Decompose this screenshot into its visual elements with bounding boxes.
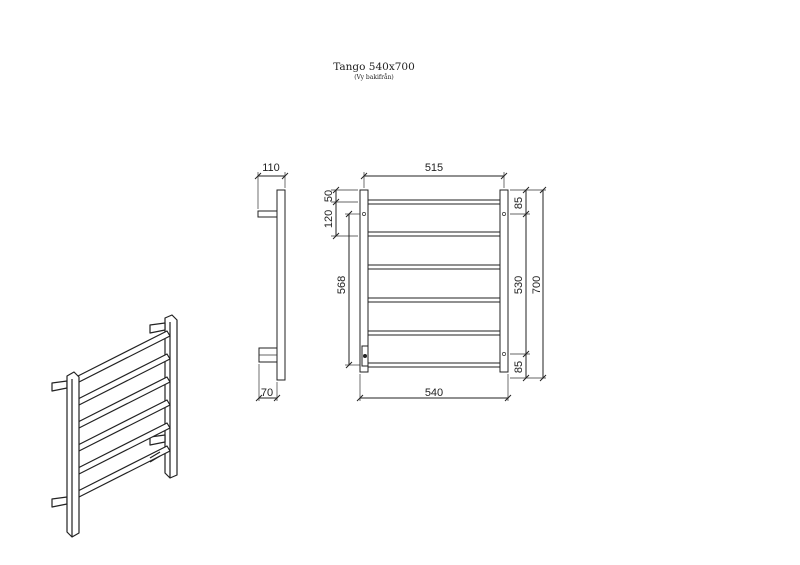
front-rail [367, 231, 501, 237]
dim-right-mount-height: 530 [513, 276, 525, 294]
dim-left-top-offset: 50 [323, 190, 335, 202]
mount-hole [362, 212, 366, 216]
side-view-top-bracket [257, 210, 278, 218]
drawing-title: Tango 540x700 [333, 61, 415, 73]
dim-front-bottom-width: 540 [425, 387, 443, 399]
front-rail [367, 297, 501, 303]
front-rail [367, 199, 501, 205]
mount-hole [502, 352, 506, 356]
front-rail [367, 362, 501, 368]
dim-side-bottom-width: 70 [261, 387, 273, 399]
dim-total-height: 700 [531, 276, 543, 294]
dim-front-top-width: 515 [425, 162, 443, 174]
front-view: 515 540 50 120 568 85 [323, 162, 547, 402]
side-view-bar [276, 189, 286, 381]
side-view: 110 70 [254, 162, 289, 402]
dim-left-mount-height: 568 [336, 276, 348, 294]
mount-hole [502, 212, 506, 216]
front-left-upright [359, 189, 369, 373]
dim-right-bottom-offset: 85 [513, 361, 525, 373]
front-rail [367, 330, 501, 336]
dim-left-mount-offset: 120 [323, 210, 335, 228]
drawing-subtitle: (Vy bakifrån) [354, 74, 394, 81]
front-rail [367, 264, 501, 270]
isometric-view [51, 314, 178, 538]
dim-right-top-offset: 85 [513, 197, 525, 209]
front-right-upright [499, 189, 509, 373]
dim-side-top-width: 110 [262, 162, 280, 174]
